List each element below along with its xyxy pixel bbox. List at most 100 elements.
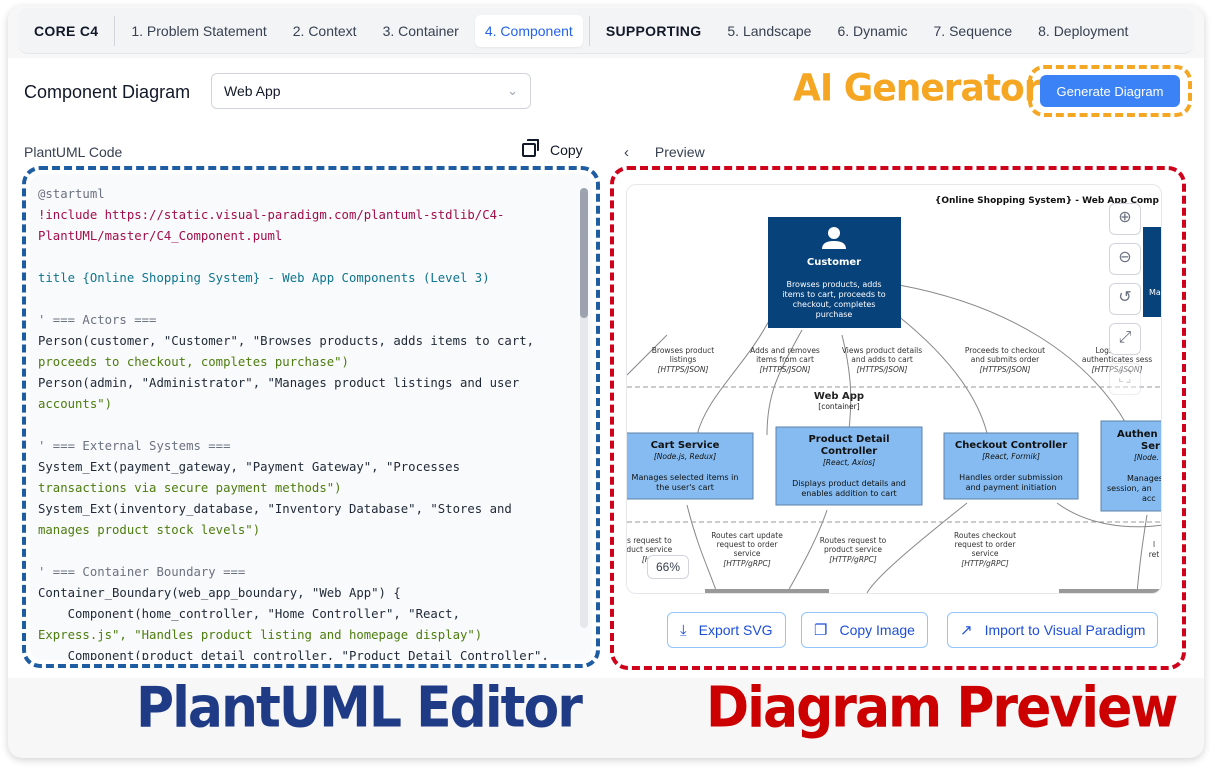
relation-label: and adds to cart [851, 355, 913, 364]
partial-component [705, 589, 829, 593]
tab-landscape[interactable]: 5. Landscape [727, 22, 812, 39]
relation-label: Views product details [842, 346, 922, 355]
fit-screen-icon[interactable]: ⤢ [1109, 323, 1141, 355]
relation-label: es request to [627, 536, 672, 545]
relation-label: l [1153, 540, 1155, 549]
export-svg-button[interactable]: ⤓ Export SVG [667, 612, 786, 648]
relation-line [1056, 502, 1161, 528]
tab-problem-statement[interactable]: 1. Problem Statement [131, 22, 267, 39]
relation-tech: [HTTPS/JSON] [658, 365, 709, 374]
relation-label: and submits order [971, 355, 1040, 364]
external-link-icon: ↗ [960, 622, 973, 639]
chevron-left-icon: ‹ [624, 144, 629, 161]
code-line: System_Ext(inventory_database, "Inventor… [38, 502, 512, 516]
component-cart-service[interactable]: Cart Service [Node.js, Redux] Manages se… [627, 432, 754, 500]
relation-line [841, 334, 852, 431]
tab-group-core-c4: CORE C4 [34, 22, 99, 39]
component-name: Cart Service [651, 440, 720, 451]
relation-label: Adds and removes [750, 346, 820, 355]
relation-line [866, 502, 968, 593]
relation-lines [627, 284, 1161, 593]
tab-container[interactable]: 3. Container [382, 22, 459, 39]
editor-scrollbar[interactable] [580, 188, 588, 628]
component-tech: [Node. [1134, 453, 1159, 462]
zoom-in-icon[interactable]: ⊕ [1109, 203, 1141, 235]
container-select[interactable]: Web App ⌄ [211, 73, 531, 109]
code-line: ' === Container Boundary === [38, 565, 246, 579]
relation-label: service [734, 549, 761, 558]
component-tech: [Node.js, Redux] [654, 452, 716, 461]
code-area[interactable]: @startuml !include https://static.visual… [38, 184, 578, 660]
relation-label: ret [1149, 550, 1160, 559]
component-tech: [React, Axios] [823, 458, 875, 467]
import-visual-paradigm-label: Import to Visual Paradigm [984, 622, 1146, 638]
code-line: accounts") [38, 397, 113, 411]
tab-component[interactable]: 4. Component [474, 14, 583, 47]
app-window: CORE C4 1. Problem Statement 2. Context … [8, 6, 1204, 758]
tab-deployment[interactable]: 8. Deployment [1038, 22, 1129, 39]
fullscreen-icon[interactable]: ⛶ [1109, 363, 1141, 395]
relation-label: product service [824, 545, 882, 554]
diagram-svg: {Online Shopping System} - Web App Comp [627, 196, 1162, 593]
tab-context[interactable]: 2. Context [292, 22, 357, 39]
relation-line [898, 284, 1128, 426]
code-line: PlantUML/master/C4_Component.puml [38, 229, 283, 243]
copy-code-button[interactable]: Copy [522, 139, 583, 158]
tab-sequence[interactable]: 7. Sequence [933, 22, 1013, 39]
code-line: Person(admin, "Administrator", "Manages … [38, 376, 520, 390]
copy-image-button[interactable]: ❐ Copy Image [801, 612, 928, 648]
component-name: Authen [1117, 429, 1158, 440]
preview-title: Preview [654, 144, 705, 160]
relation-tech: [HTTP/gRPC] [723, 559, 771, 568]
tab-group-supporting: SUPPORTING [605, 22, 702, 39]
admin-node[interactable]: Ma [1143, 227, 1162, 317]
zoom-level: 66% [647, 555, 690, 579]
code-line: Component(product_detail_controller, "Pr… [38, 649, 549, 660]
component-name: Checkout Controller [955, 440, 1067, 451]
code-line: System_Ext(payment_gateway, "Payment Gat… [38, 460, 460, 474]
component-desc: Handles order submission [959, 473, 1063, 482]
relation-label: oduct service [627, 545, 673, 554]
download-icon: ⤓ [680, 621, 687, 639]
component-checkout-controller[interactable]: Checkout Controller [React, Formik] Hand… [943, 432, 1079, 500]
code-line: Component(home_controller, "Home Control… [38, 607, 460, 621]
editor-scrollbar-thumb[interactable] [580, 188, 588, 318]
customer-desc: Browses products, adds [786, 280, 881, 289]
component-name: Ser [1141, 441, 1160, 452]
relation-line [1136, 514, 1148, 593]
customer-desc: purchase [816, 310, 853, 319]
plantuml-editor[interactable]: @startuml !include https://static.visual… [30, 174, 592, 660]
relation-label: Browses product [652, 346, 715, 355]
relation-label: request to order [717, 540, 779, 549]
boundary-name: Web App [814, 391, 864, 402]
component-desc: Displays product details and [792, 479, 906, 488]
diagram-title: {Online Shopping System} - Web App Comp [935, 196, 1160, 206]
main-panel: Component Diagram Web App ⌄ AI Generator… [8, 58, 1204, 678]
relation-tech: [HTTPS/JSON] [857, 365, 908, 374]
person-icon [822, 241, 846, 249]
boundary-type: [container] [818, 402, 859, 411]
generate-diagram-button[interactable]: Generate Diagram [1040, 75, 1180, 107]
component-product-detail-controller[interactable]: Product Detail Controller [React, Axios]… [775, 426, 923, 506]
relation-line [686, 504, 718, 593]
relation-tech: [HTTPS/JSON] [1092, 365, 1143, 374]
relation-line [786, 509, 828, 593]
tab-bar: CORE C4 1. Problem Statement 2. Context … [18, 8, 1194, 54]
preview-toggle[interactable]: ‹ Preview [624, 144, 705, 161]
import-visual-paradigm-button[interactable]: ↗ Import to Visual Paradigm [947, 612, 1159, 648]
relation-tech: [HTTP/gRPC] [961, 559, 1009, 568]
component-desc: the user's cart [656, 483, 714, 492]
customer-node[interactable]: Customer Browses products, adds items to… [768, 217, 901, 328]
component-desc: acc [1142, 494, 1156, 503]
diagram-canvas[interactable]: {Online Shopping System} - Web App Comp [626, 184, 1162, 594]
relation-label: Routes checkout [954, 531, 1016, 540]
zoom-out-icon[interactable]: ⊖ [1109, 243, 1141, 275]
reset-zoom-icon[interactable]: ↺ [1109, 283, 1141, 315]
tab-dynamic[interactable]: 6. Dynamic [837, 22, 908, 39]
relation-tech: [HTTPS/JSON] [760, 365, 811, 374]
copy-image-label: Copy Image [839, 622, 915, 638]
copy-icon: ❐ [814, 622, 828, 639]
component-box [943, 432, 1079, 500]
component-authentication-service[interactable]: Authen Ser [Node. Manages session, an ac… [1100, 420, 1162, 512]
component-name: Product Detail [808, 434, 889, 445]
